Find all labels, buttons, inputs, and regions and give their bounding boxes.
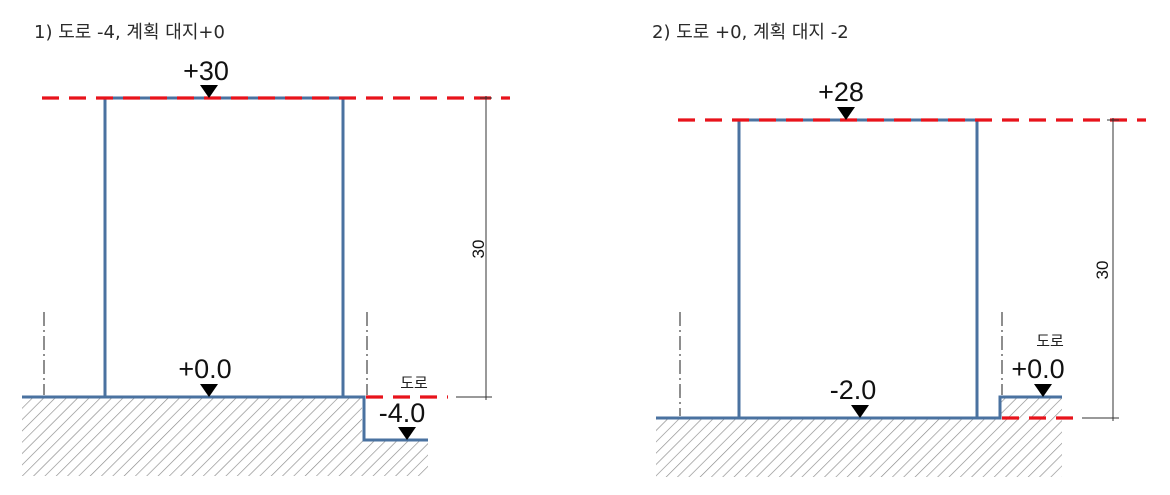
level-marker-top	[837, 107, 855, 120]
road-ground-hatch	[1000, 398, 1062, 419]
road-label: 도로	[1036, 332, 1064, 350]
panel-2-caption: 2) 도로 +0, 계획 대지 -2	[652, 22, 849, 43]
road-level-label: +0.0	[1011, 354, 1064, 384]
panel-2: 2) 도로 +0, 계획 대지 -2 30 +28 -2.0 도로 +0.0	[652, 22, 1146, 477]
panel-1: 1) 도로 -4, 계획 대지+0 30 +30 +0.0 도로 -4.0	[22, 22, 510, 476]
road-level-label: -4.0	[379, 398, 426, 428]
road-ground-hatch	[362, 440, 428, 476]
ground-line	[22, 395, 428, 442]
level-marker-site	[851, 405, 869, 418]
ground-hatch	[22, 398, 362, 476]
road-label: 도로	[400, 374, 428, 392]
site-level-label: +0.0	[178, 354, 231, 384]
height-dimension-value: 30	[469, 240, 488, 259]
panel-1-caption: 1) 도로 -4, 계획 대지+0	[34, 22, 225, 43]
level-marker-road	[1034, 384, 1052, 397]
ground-hatch	[656, 419, 1062, 477]
level-marker-top	[200, 85, 218, 98]
ground-line	[656, 395, 1062, 420]
top-level-label: +30	[183, 56, 229, 86]
site-level-label: -2.0	[830, 375, 877, 405]
level-marker-road	[398, 427, 416, 440]
height-dimension-value: 30	[1093, 261, 1112, 280]
level-marker-site	[200, 384, 218, 397]
top-level-label: +28	[818, 77, 864, 107]
